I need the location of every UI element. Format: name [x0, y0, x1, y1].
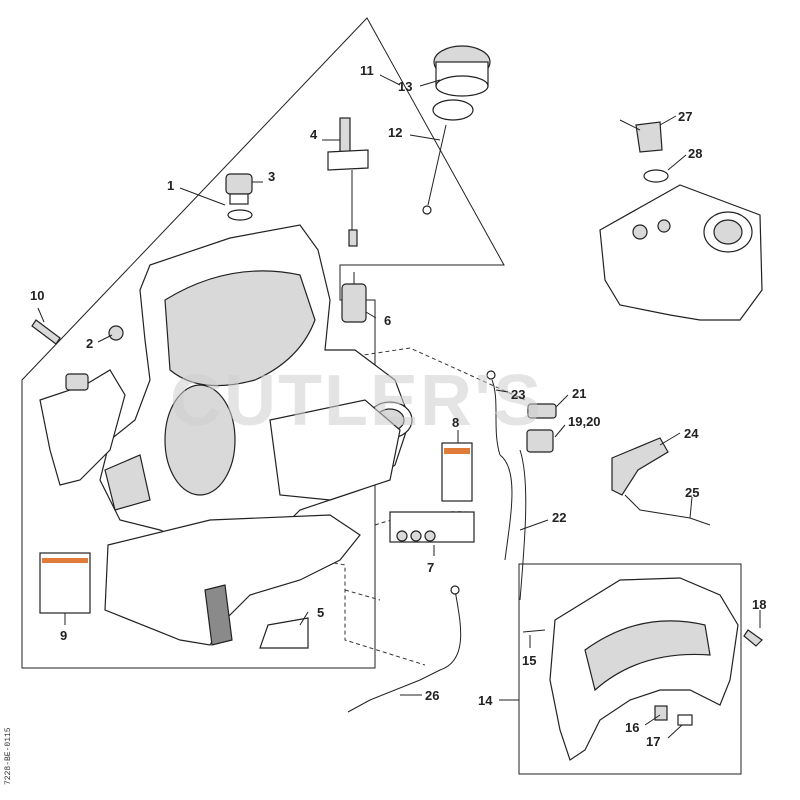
- fuel-filter: [341, 272, 367, 323]
- wire-22: [499, 449, 527, 601]
- grip-switch: [65, 373, 89, 391]
- callout-27: 27: [678, 109, 692, 124]
- screw-18: [743, 629, 763, 647]
- throttle-trigger: [611, 437, 669, 496]
- label-7-symbol-a: [396, 530, 408, 542]
- wire-23: [491, 379, 501, 456]
- callout-14: 14: [478, 693, 493, 708]
- callout-7: 7: [427, 560, 434, 575]
- callout-8: 8: [452, 415, 459, 430]
- callout-3: 3: [268, 169, 275, 184]
- grip-piece: [39, 369, 126, 486]
- callout-1: 1: [167, 178, 174, 193]
- callout-10: 10: [30, 288, 44, 303]
- housing-group-frame: [21, 17, 505, 669]
- callout-17: 17: [646, 734, 660, 749]
- blower-housing: [99, 224, 413, 561]
- callout-25: 25: [685, 485, 699, 500]
- callout-26: 26: [425, 688, 439, 703]
- side-cover-group-frame: [518, 563, 742, 775]
- air-guide-accent: [204, 584, 233, 646]
- callout-28: 28: [688, 146, 702, 161]
- plug-17: [677, 714, 693, 726]
- fuel-cap-assembly: [422, 45, 491, 215]
- leader-lines: [37, 74, 761, 739]
- callout-24: 24: [684, 426, 699, 441]
- callout-5: 5: [317, 605, 324, 620]
- callout-13: 13: [398, 79, 412, 94]
- label-7-symbol-c: [424, 530, 436, 542]
- callout-4: 4: [310, 127, 318, 142]
- spark-plug-boot: [619, 119, 663, 153]
- callout-11: 11: [360, 63, 374, 78]
- callout-18: 18: [752, 597, 766, 612]
- callout-22: 22: [552, 510, 566, 525]
- label-8-stripe: [444, 448, 470, 454]
- callout-2: 2: [86, 336, 93, 351]
- callout-6: 6: [384, 313, 391, 328]
- cable-26-eyelet: [450, 585, 460, 595]
- callout-23: 23: [511, 387, 525, 402]
- switch-cover-21: [527, 403, 557, 419]
- screw-15: [522, 629, 546, 633]
- callout-21: 21: [572, 386, 586, 401]
- label-7-symbol-b: [410, 530, 422, 542]
- warning-label-9-stripe: [42, 558, 88, 563]
- callout-16: 16: [625, 720, 639, 735]
- connection-dash-lines: [264, 347, 526, 666]
- wire-23-eyelet: [486, 370, 496, 380]
- callout-15: 15: [522, 653, 536, 668]
- callout-19-20: 19,20: [568, 414, 601, 429]
- pickup-assembly: [327, 117, 369, 247]
- grommet-28: [643, 169, 669, 183]
- throttle-rod: [624, 494, 711, 526]
- watermark: CUTLER'S: [170, 361, 543, 441]
- callout-12: 12: [388, 125, 402, 140]
- callouts: 1 2 3 4 5 6 7 8 9 10 11 12 13 14 15 16 1…: [30, 63, 766, 749]
- spring-16: [654, 705, 668, 721]
- side-cover: [549, 577, 739, 761]
- air-guide-shell: [104, 514, 361, 646]
- fuel-valve: [225, 173, 253, 221]
- cable-26: [347, 589, 462, 713]
- shroud-housing: [599, 184, 763, 321]
- switch-19-20: [526, 429, 554, 453]
- drawing-code: 7228-BE-0115: [4, 727, 13, 785]
- screw-10: [31, 319, 61, 345]
- label-5: [259, 617, 309, 649]
- callout-9: 9: [60, 628, 67, 643]
- insert-2: [108, 325, 124, 341]
